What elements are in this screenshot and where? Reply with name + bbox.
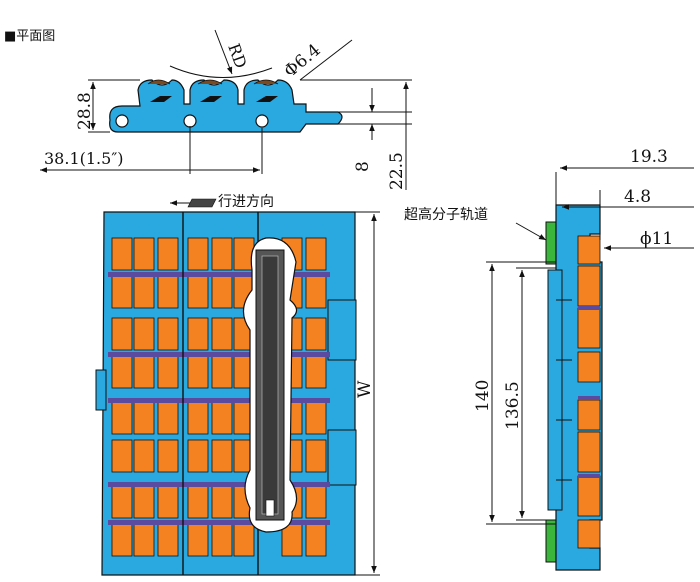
module-block	[133, 485, 155, 519]
module-block	[187, 237, 209, 271]
direction-label: 行进方向	[218, 194, 274, 210]
module-block	[133, 439, 155, 473]
side-module-block	[577, 235, 601, 265]
side-module-block	[577, 519, 601, 549]
module-block	[111, 485, 133, 519]
module-block	[187, 355, 209, 389]
module-block	[211, 439, 233, 473]
module-block	[111, 401, 133, 435]
module-block	[157, 275, 179, 309]
module-block	[211, 401, 233, 435]
module-block	[187, 275, 209, 309]
module-block	[133, 275, 155, 309]
rail-offset-dimension: 4.8	[624, 187, 651, 207]
hole-diameter-label: Φ6.4	[280, 40, 324, 82]
height-dimension: 28.8	[75, 92, 95, 130]
link-bar	[108, 398, 330, 403]
module-block	[187, 439, 209, 473]
module-block	[187, 485, 209, 519]
side-link-bar	[578, 474, 600, 478]
module-block	[211, 275, 233, 309]
module-block	[157, 355, 179, 389]
module-block	[305, 401, 327, 435]
module-block	[211, 485, 233, 519]
module-block	[111, 355, 133, 389]
side-module-block	[577, 475, 601, 517]
module-block	[305, 523, 327, 557]
side-modules	[577, 235, 601, 549]
module-block	[305, 355, 327, 389]
side-module-block	[577, 307, 601, 349]
module-block	[187, 523, 209, 557]
side-module-block	[577, 431, 601, 473]
module-block	[111, 439, 133, 473]
module-block	[305, 439, 327, 473]
module-block	[305, 237, 327, 271]
offset-small-dimension: 8	[353, 161, 373, 172]
pin-hole	[115, 114, 129, 128]
module-block	[157, 237, 179, 271]
module-block	[211, 355, 233, 389]
module-block	[133, 237, 155, 271]
module-block	[211, 317, 233, 351]
module-block	[305, 275, 327, 309]
module-block	[157, 485, 179, 519]
module-block	[233, 523, 255, 557]
link-bar	[108, 352, 330, 357]
chain-section-view: RD Φ6.4 28.8 38.1(1.5″)	[40, 29, 412, 190]
module-block	[111, 523, 133, 557]
link-bar	[108, 482, 330, 487]
module-block	[211, 237, 233, 271]
module-block	[133, 523, 155, 557]
radius-leader	[214, 29, 233, 75]
module-block	[133, 317, 155, 351]
module-block	[281, 523, 303, 557]
rail-diameter-dimension: ϕ11	[640, 229, 673, 249]
module-block	[111, 275, 133, 309]
side-module-block	[577, 265, 601, 307]
plan-view: W	[95, 211, 380, 576]
hole-diameter-leader	[299, 39, 353, 81]
chain-profile	[109, 79, 343, 133]
direction-indicator: 行进方向	[170, 194, 274, 210]
side-module-block	[577, 351, 601, 383]
pin-hole	[255, 114, 269, 128]
view-title: ■平面图	[4, 29, 55, 44]
module-block	[211, 523, 233, 557]
module-block	[111, 317, 133, 351]
pin-hole	[183, 114, 197, 128]
module-block	[305, 317, 327, 351]
module-block	[111, 237, 133, 271]
link-bar	[108, 520, 330, 525]
module-block	[133, 401, 155, 435]
module-block	[157, 317, 179, 351]
module-block	[133, 355, 155, 389]
width-dimension: W	[355, 380, 375, 398]
side-view: 19.3 4.8 ϕ11 超高分子轨道 140 136.5	[404, 147, 694, 571]
radius-arc	[169, 65, 273, 79]
module-block	[157, 523, 179, 557]
offset-large-dimension: 22.5	[387, 152, 407, 190]
side-module-block	[577, 399, 601, 431]
side-link-bar	[578, 306, 600, 310]
outer-span-dimension: 140	[473, 380, 493, 412]
module-block	[157, 439, 179, 473]
pitch-dimension: 38.1(1.5″)	[44, 149, 124, 168]
radius-label: RD	[224, 41, 250, 71]
module-block	[187, 317, 209, 351]
side-link-bar	[578, 396, 600, 400]
module-block	[187, 401, 209, 435]
module-block	[305, 485, 327, 519]
overall-width-dimension: 19.3	[630, 147, 668, 167]
link-bar	[108, 272, 330, 277]
module-block	[157, 401, 179, 435]
inner-span-dimension: 136.5	[503, 381, 523, 430]
guide-rail-label: 超高分子轨道	[404, 206, 488, 223]
